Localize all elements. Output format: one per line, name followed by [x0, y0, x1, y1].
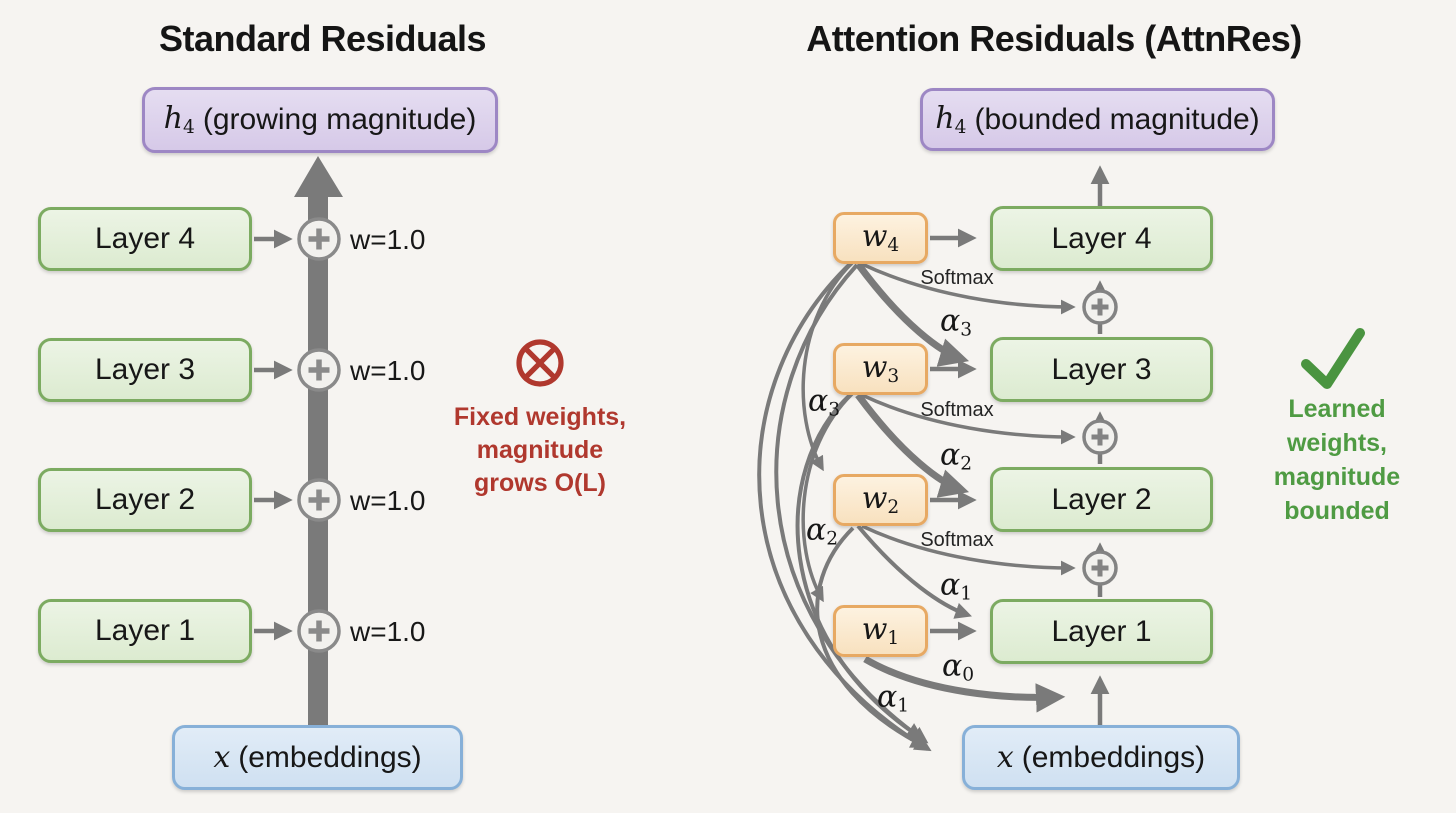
annotation-line: magnitude [1273, 463, 1401, 491]
residual-stream-arrow [294, 156, 343, 757]
softmax-label: Softmax [920, 399, 994, 421]
alpha-label: α1 [876, 679, 910, 717]
weight-label: w=1.0 [350, 355, 426, 386]
input-box-label: (embeddings) [238, 740, 422, 774]
annotation-line: Learned [1288, 395, 1386, 423]
plus-circle-icon [1082, 289, 1118, 325]
alpha-label: α3 [807, 383, 841, 421]
h-symbol: h [935, 100, 955, 136]
alpha-label: α2 [805, 512, 839, 550]
crossed-circle-icon [516, 339, 564, 387]
annotation-line: grows O(L) [474, 469, 606, 497]
alpha-label: α0 [941, 648, 975, 686]
alpha1-arrow [856, 524, 972, 619]
plus-circle-icon [297, 609, 341, 653]
right-input-box: x (embeddings) [962, 725, 1240, 790]
right-layer-2-box: Layer 2 [990, 467, 1213, 532]
alpha-label: α2 [939, 437, 973, 475]
alpha-label: α1 [939, 567, 973, 605]
annotation-line: magnitude [476, 436, 604, 464]
left-input-box: x (embeddings) [172, 725, 463, 790]
weight-box-w1: w1 [833, 605, 928, 657]
plus-circle-icon [297, 217, 341, 261]
right-layer-1-box: Layer 1 [990, 599, 1213, 664]
right-annotation: Learned weights, magnitude bounded [1256, 392, 1418, 528]
left-plus-circle-icons [297, 217, 341, 653]
weight-box-w2: w2 [833, 474, 928, 526]
weight-box-w4: w4 [833, 212, 928, 264]
plus-circle-icon [1082, 550, 1118, 586]
weight-box-w3: w3 [833, 343, 928, 395]
alpha-weighted-arrows [855, 261, 1066, 713]
right-panel-title: Attention Residuals (AttnRes) [806, 18, 1302, 59]
plus-circle-icon [297, 478, 341, 522]
annotation-line: weights, [1286, 429, 1387, 457]
annotation-line: Fixed weights, [453, 403, 627, 431]
left-layer-4-box: Layer 4 [38, 207, 252, 271]
h-symbol: h [163, 101, 183, 137]
x-symbol: x [213, 740, 231, 775]
left-layer-2-box: Layer 2 [38, 468, 252, 532]
softmax-curves [861, 262, 1076, 576]
left-panel-title: Standard Residuals [158, 18, 487, 59]
right-plus-circle-icons [1082, 289, 1118, 586]
alpha-label: α3 [939, 303, 973, 341]
check-icon [1301, 328, 1365, 389]
plus-circle-icon [1082, 419, 1118, 455]
long-residual-curves [757, 261, 932, 752]
right-layer-4-box: Layer 4 [990, 206, 1213, 271]
softmax-label: Softmax [920, 267, 994, 289]
input-box-label: (embeddings) [1021, 740, 1206, 774]
output-box-label: (growing magnitude) [202, 103, 477, 136]
left-annotation: Fixed weights, magnitude grows O(L) [430, 401, 650, 500]
left-output-box: h4 (growing magnitude) [142, 87, 498, 153]
output-box-label: (bounded magnitude) [974, 102, 1260, 136]
weight-label: w=1.0 [350, 224, 426, 255]
x-symbol: x [996, 740, 1014, 775]
plus-circle-icon [297, 348, 341, 392]
left-layer-1-box: Layer 1 [38, 599, 252, 663]
left-layer-arrows [254, 229, 293, 641]
weight-to-layer-arrows [930, 228, 977, 641]
weight-label: w=1.0 [350, 616, 426, 647]
right-output-box: h4 (bounded magnitude) [920, 88, 1275, 151]
softmax-label: Softmax [920, 529, 994, 551]
weight-label: w=1.0 [350, 485, 426, 516]
right-layer-3-box: Layer 3 [990, 337, 1213, 402]
left-layer-3-box: Layer 3 [38, 338, 252, 402]
annotation-line: bounded [1284, 497, 1390, 525]
